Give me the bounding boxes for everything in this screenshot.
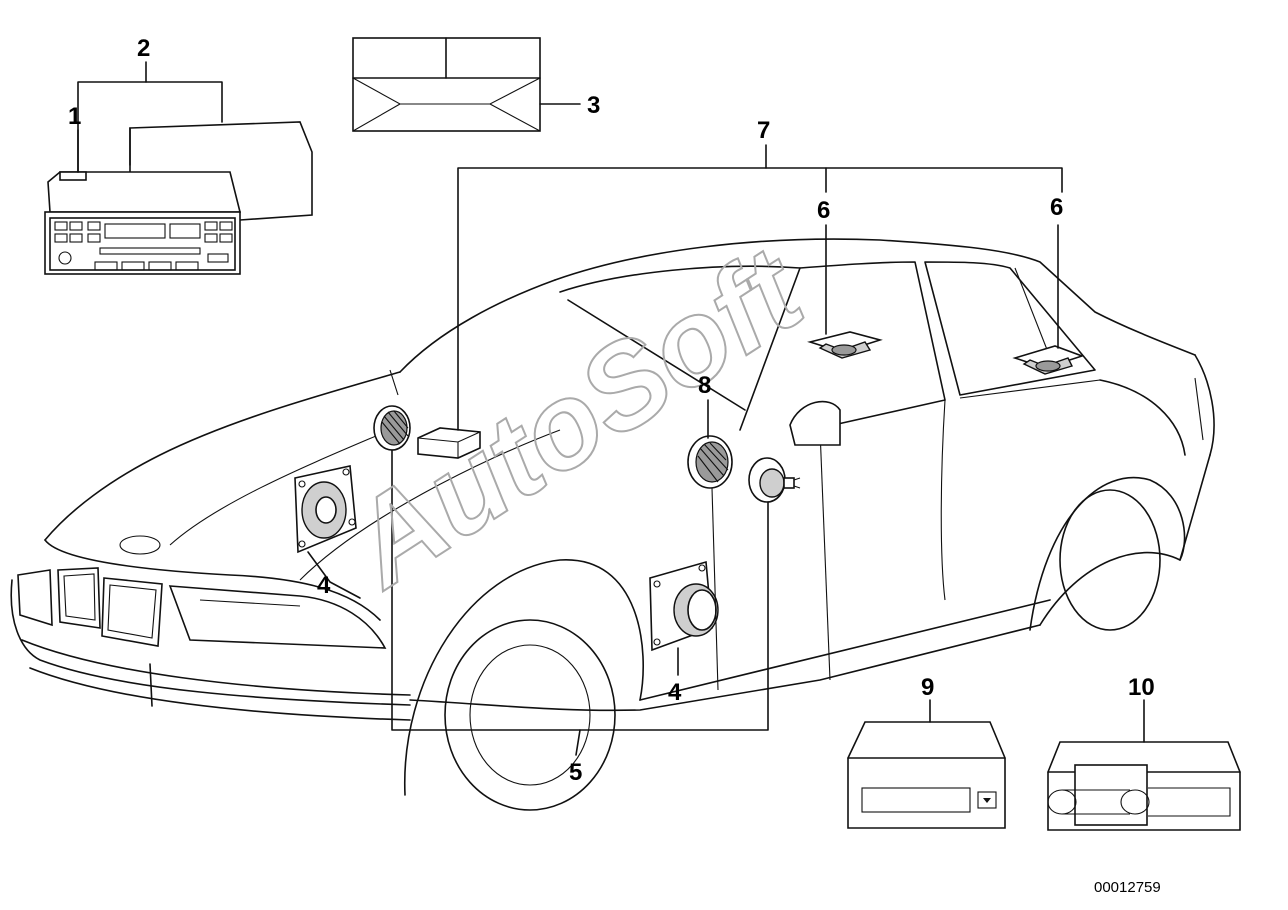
callout-6-left: 6 (817, 197, 830, 224)
cd-changer-unit (1047, 741, 1241, 831)
front-speaker-right (649, 560, 719, 652)
callout-10: 10 (1128, 674, 1155, 701)
callout-5: 5 (569, 759, 582, 786)
callout-8: 8 (698, 372, 711, 399)
callout-4-left: 4 (317, 572, 331, 599)
rear-speaker-right (1012, 345, 1085, 375)
radio-buttons (54, 221, 233, 271)
midrange-speaker (748, 457, 801, 503)
cd-player-unit (847, 721, 1006, 829)
tweeter-left (373, 405, 411, 451)
leader-lines (77, 61, 1145, 756)
callout-9: 9 (921, 674, 934, 701)
amplifier-box (417, 427, 481, 459)
rear-speaker-left (807, 331, 883, 359)
document-number: 00012759 (1094, 879, 1161, 896)
callout-7: 7 (757, 117, 770, 144)
front-speaker-left (294, 465, 357, 554)
callout-2: 2 (137, 35, 150, 62)
car-outline (10, 238, 1215, 811)
callout-4-right: 4 (668, 679, 682, 706)
manual-envelope (352, 37, 541, 132)
head-unit-radio (44, 121, 313, 275)
callout-6-right: 6 (1050, 194, 1063, 221)
callout-3: 3 (587, 92, 600, 119)
tweeter-door (687, 435, 733, 489)
callout-1: 1 (68, 103, 81, 130)
